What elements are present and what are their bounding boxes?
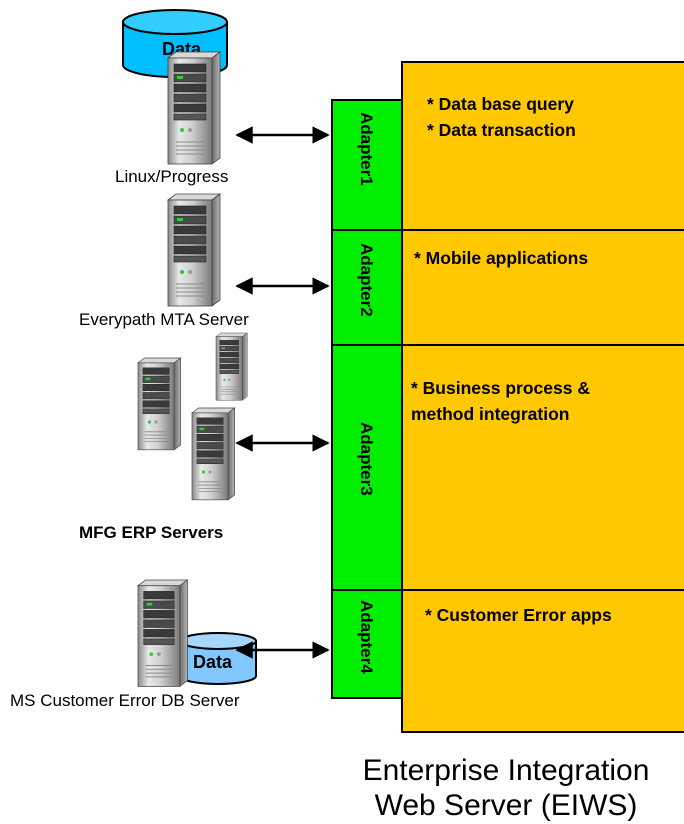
- database-icon: Data: [122, 9, 228, 78]
- adapter1-label: Adapter1: [357, 112, 376, 186]
- server-icon-erp-small: [215, 332, 248, 401]
- eiws-panel: [401, 61, 684, 733]
- adapter3-desc-line2: method integration: [411, 404, 569, 424]
- server-icon-erp-left: [137, 357, 182, 451]
- adapter2-box: [331, 229, 403, 346]
- adapter2-desc-line1: * Mobile applications: [414, 248, 588, 268]
- db-label-bottom: Data: [193, 652, 233, 672]
- eiws-title-line2: Web Server (EIWS): [375, 789, 638, 822]
- server-icon-everypath: [167, 193, 221, 307]
- server-icon-msdb: [137, 579, 188, 687]
- adapter1-desc-line1: * Data base query: [427, 94, 574, 114]
- server-label-linux: Linux/Progress: [115, 167, 228, 186]
- eiws-title-line1: Enterprise Integration: [363, 754, 650, 787]
- adapter3-label: Adapter3: [357, 422, 376, 496]
- server-icon-linux: [167, 51, 221, 165]
- adapter2-label: Adapter2: [357, 243, 376, 317]
- adapter1-desc-line2: * Data transaction: [427, 120, 576, 140]
- server-label-everypath: Everypath MTA Server: [79, 310, 249, 329]
- database-icon-small: Data: [179, 632, 257, 685]
- adapter3-desc-line1: * Business process &: [411, 378, 590, 398]
- server-icon-erp-right: [191, 407, 236, 501]
- adapter4-box: [331, 589, 403, 699]
- server-label-msdb: MS Customer Error DB Server: [10, 691, 240, 710]
- server-label-erp: MFG ERP Servers: [79, 523, 223, 542]
- adapter4-desc-line1: * Customer Error apps: [425, 605, 612, 625]
- adapter3-box: [331, 344, 403, 591]
- adapter4-label: Adapter4: [357, 600, 376, 674]
